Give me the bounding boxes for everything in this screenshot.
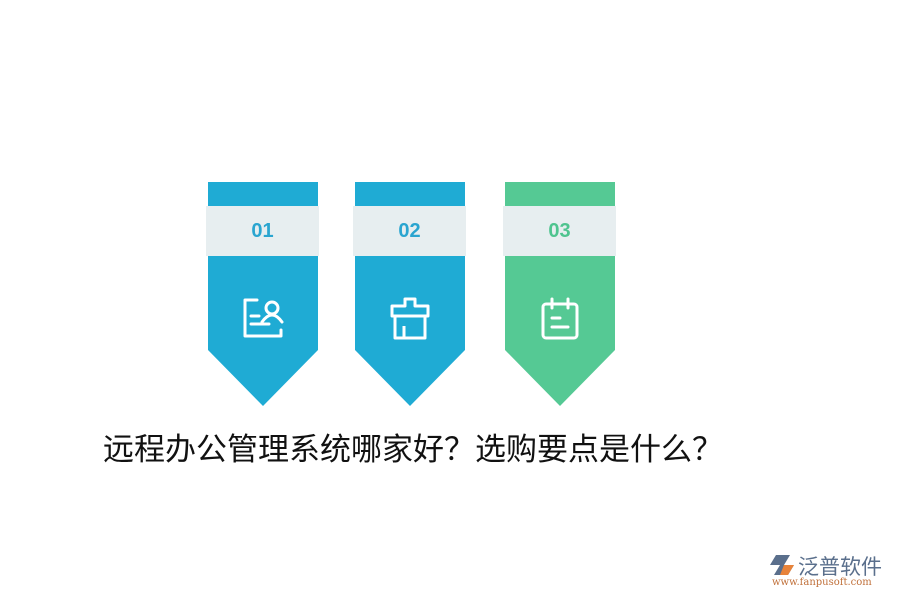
step-number: 03 — [503, 206, 616, 256]
page-title: 远程办公管理系统哪家好？选购要点是什么？ — [103, 432, 723, 468]
step-number: 02 — [353, 206, 466, 256]
brand-url: www.fanpusoft.com — [772, 577, 872, 588]
profile-card-icon — [243, 298, 284, 338]
step-card-03: 03 — [503, 182, 616, 406]
calendar-icon — [541, 297, 579, 340]
brand-logo: 泛普软件 www.fanpusoft.com — [768, 551, 893, 591]
step-number: 01 — [206, 206, 319, 256]
step-card-01: 01 — [206, 182, 319, 406]
step-card-02: 02 — [353, 182, 466, 406]
brand-name: 泛普软件 — [798, 555, 882, 579]
gift-box-icon — [390, 297, 430, 340]
fanpu-logo-icon — [770, 555, 794, 575]
